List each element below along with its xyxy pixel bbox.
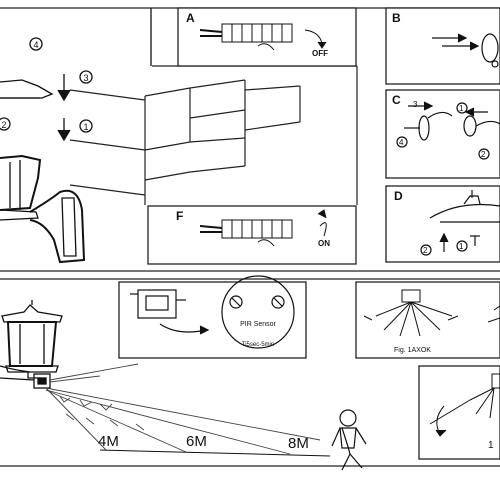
person-figure-icon bbox=[331, 409, 367, 471]
sensor-angle-panel: Fig. 1AXOK bbox=[355, 281, 500, 359]
panel-c-step-2: 2 bbox=[481, 150, 486, 159]
pir-timer-label: Ti5sec-5min bbox=[242, 342, 274, 348]
panel-f: F ON bbox=[147, 205, 357, 265]
fig-label: Fig. 1AXOK bbox=[394, 347, 431, 354]
panel-d-step-2: 2 bbox=[423, 246, 428, 255]
distance-6m: 6M bbox=[186, 433, 207, 450]
distance-8m: 8M bbox=[288, 435, 309, 452]
panel-b: B bbox=[385, 7, 500, 85]
panel-a-off-label: OFF bbox=[312, 49, 328, 58]
step-3-label: 3 bbox=[83, 73, 88, 83]
panel-c: C 3 1 4 2 bbox=[385, 89, 500, 179]
panel-f-on-label: ON bbox=[318, 239, 330, 248]
pir-sensor-panel: PIR Sensor Ti5sec-5min bbox=[118, 275, 307, 359]
panel-c-step-4: 4 bbox=[399, 138, 404, 147]
panel-d: D 2 1 bbox=[385, 185, 500, 263]
wall-drawing bbox=[69, 65, 358, 205]
step-1-label: 1 bbox=[83, 122, 88, 132]
terminal-block-a bbox=[199, 23, 327, 51]
tilt-angle-panel: 1 bbox=[418, 365, 500, 460]
tilt-angle-label: 1 bbox=[488, 440, 494, 451]
panel-f-letter: F bbox=[176, 209, 183, 223]
panel-a: A OFF bbox=[177, 7, 357, 67]
lamp-top-section bbox=[0, 8, 152, 264]
panel-c-step-3: 3 bbox=[413, 100, 418, 109]
panel-b-letter: B bbox=[392, 11, 401, 25]
panel-c-letter: C bbox=[392, 93, 401, 107]
distance-baseline bbox=[99, 449, 331, 457]
step-2-label: 2 bbox=[1, 120, 6, 130]
lamp-with-sensor bbox=[0, 300, 63, 389]
panel-d-step-1: 1 bbox=[459, 242, 464, 251]
detection-beams bbox=[45, 363, 321, 455]
panel-d-letter: D bbox=[394, 189, 403, 203]
panel-c-step-1: 1 bbox=[459, 104, 464, 113]
panel-a-letter: A bbox=[186, 11, 195, 25]
step-4-label: 4 bbox=[33, 40, 38, 50]
pir-sensor-label: PIR Sensor bbox=[240, 321, 276, 328]
distance-4m: 4M bbox=[98, 433, 119, 450]
